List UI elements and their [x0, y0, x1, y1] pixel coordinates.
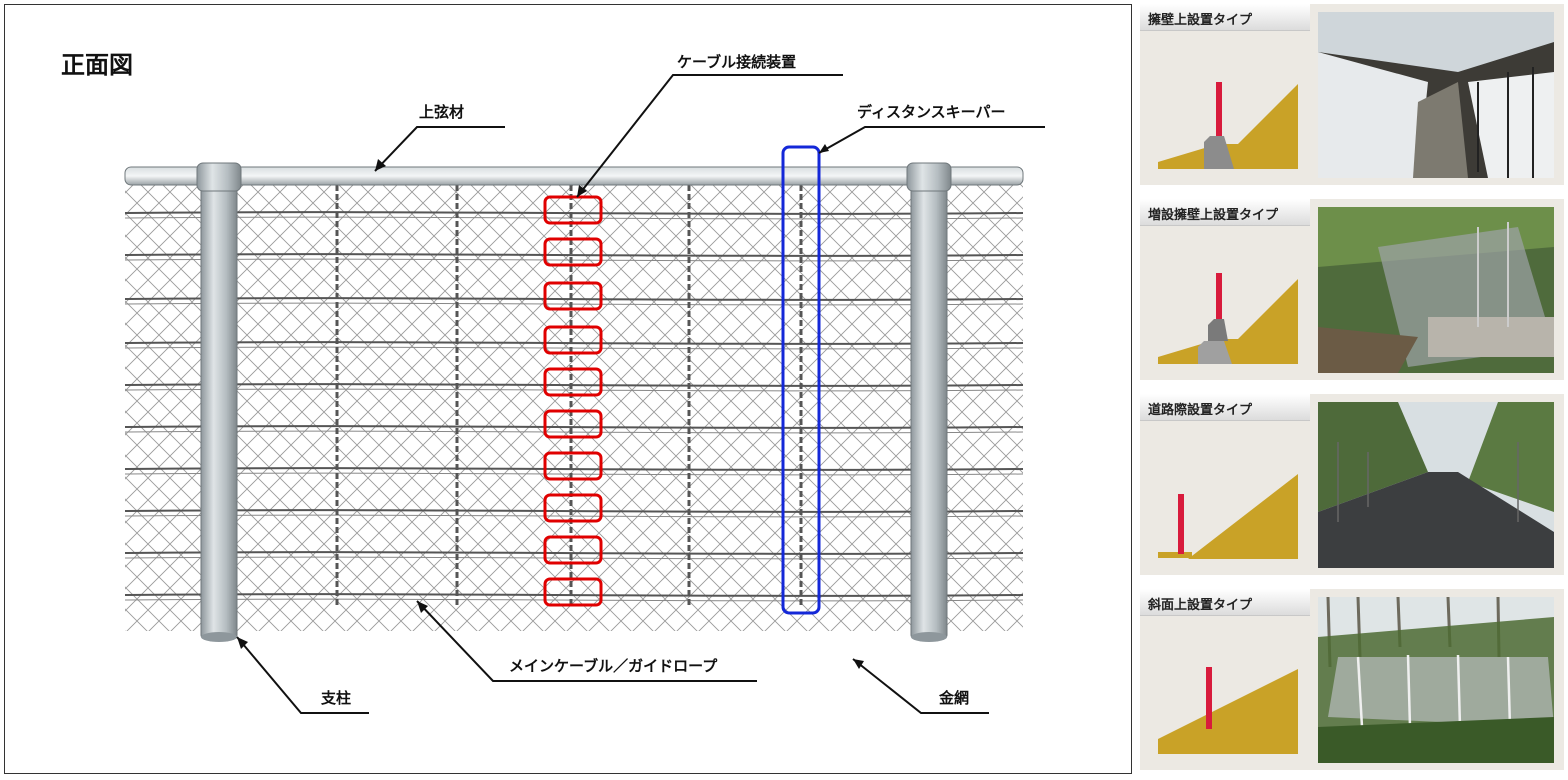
leader-lines	[236, 74, 1045, 714]
main-cable-7	[124, 467, 1024, 471]
cable-connector-box-4	[543, 325, 603, 355]
label-distance-keeper: ディスタンスキーパー	[857, 103, 1006, 121]
main-cable-1	[124, 211, 1024, 215]
cable-connector-highlights	[543, 195, 603, 607]
label-post: 支柱	[321, 689, 352, 707]
arrowhead-main-cable	[417, 601, 428, 613]
side-panel-title: 擁壁上設置タイプ	[1148, 13, 1253, 28]
side-panel-roadside: 道路際設置タイプ	[1140, 394, 1564, 575]
main-cable-6	[124, 425, 1024, 429]
cable-connector-box-7	[543, 451, 603, 481]
forest-slope-fence-photo	[1318, 597, 1554, 763]
front-view-panel: 正面図 上弦材 ケーブル接続装置 ディスタンスキーパー メインケーブル／ガイドロ…	[4, 4, 1132, 774]
guide-rope-2	[124, 258, 1024, 262]
main-cable-9	[124, 551, 1024, 555]
arrowhead-top-chord	[375, 159, 386, 171]
cable-connector-box-2	[543, 237, 603, 267]
main-cable-8	[124, 509, 1024, 513]
guide-rope-3	[124, 302, 1024, 306]
snowy-fence-photo	[1318, 12, 1554, 178]
leader-post	[236, 636, 369, 714]
green-slope-fence-photo	[1318, 207, 1554, 373]
wire-mesh	[125, 177, 1023, 631]
main-cables	[124, 211, 1024, 602]
side-panel-on-slope: 斜面上設置タイプ	[1140, 589, 1564, 770]
side-panel-tab: 増設擁壁上設置タイプ	[1140, 199, 1310, 226]
on-slope-diagram	[1158, 667, 1298, 754]
guide-rope-4	[124, 346, 1024, 350]
label-top-chord: 上弦材	[419, 103, 465, 121]
leader-distance-keeper	[818, 126, 1045, 154]
leader-wire-mesh	[852, 658, 989, 714]
post-left-base	[201, 632, 237, 642]
main-cable-4	[124, 341, 1024, 345]
arrowhead-cable-connector	[577, 185, 587, 197]
side-panel-title: 斜面上設置タイプ	[1148, 598, 1253, 613]
post-left	[200, 174, 238, 640]
guide-rope-8	[124, 514, 1024, 518]
cable-connector-box-1	[543, 195, 603, 225]
side-panel-tab: 斜面上設置タイプ	[1140, 589, 1310, 616]
arrowhead-wire-mesh	[853, 659, 864, 669]
post-left-cap	[196, 162, 242, 192]
main-cable-3	[124, 297, 1024, 301]
side-panel-title: 道路際設置タイプ	[1148, 403, 1253, 418]
arrowhead-distance-keeper	[819, 144, 829, 153]
guide-rope-1	[124, 216, 1024, 220]
leader-main-cable	[416, 600, 757, 682]
label-wire-mesh: 金網	[939, 689, 970, 707]
guide-rope-7	[124, 472, 1024, 476]
main-cable-2	[124, 253, 1024, 257]
extended-retaining-wall-diagram	[1158, 273, 1298, 364]
guide-rope-10	[124, 598, 1024, 602]
side-panel-tab: 道路際設置タイプ	[1140, 394, 1310, 421]
post-right-cap	[906, 162, 952, 192]
post-right	[910, 174, 948, 640]
cable-connector-box-5	[543, 367, 603, 397]
roadside-diagram	[1158, 474, 1298, 559]
cable-connector-box-3	[543, 281, 603, 311]
side-panel-title: 増設擁壁上設置タイプ	[1148, 208, 1279, 223]
cable-connector-box-10	[543, 577, 603, 607]
side-panel-tab: 擁壁上設置タイプ	[1140, 4, 1310, 31]
main-cable-10	[124, 593, 1024, 597]
label-main-cable: メインケーブル／ガイドロープ	[509, 657, 718, 675]
cable-connector-box-6	[543, 409, 603, 439]
guide-rope-5	[124, 388, 1024, 392]
top-chord	[124, 166, 1024, 186]
leader-arrowheads	[237, 144, 864, 669]
cable-connector-box-9	[543, 535, 603, 565]
road-fence-photo	[1318, 402, 1554, 568]
label-cable-connector: ケーブル接続装置	[677, 53, 797, 71]
distance-keeper-highlight	[781, 145, 821, 615]
side-panel-extended-retaining-wall: 増設擁壁上設置タイプ	[1140, 199, 1564, 380]
guide-rope-6	[124, 430, 1024, 434]
side-panel-retaining-wall: 擁壁上設置タイプ	[1140, 4, 1564, 185]
guide-rope-9	[124, 556, 1024, 560]
main-cable-5	[124, 383, 1024, 387]
page-title: 正面図	[61, 51, 133, 79]
arrowhead-post	[237, 637, 248, 649]
cable-connector-box-8	[543, 493, 603, 523]
leader-cable-connector	[576, 74, 843, 198]
post-right-base	[911, 632, 947, 642]
retaining-wall-diagram	[1158, 82, 1298, 169]
fence-illustration	[124, 74, 1045, 714]
leader-top-chord	[374, 126, 505, 172]
